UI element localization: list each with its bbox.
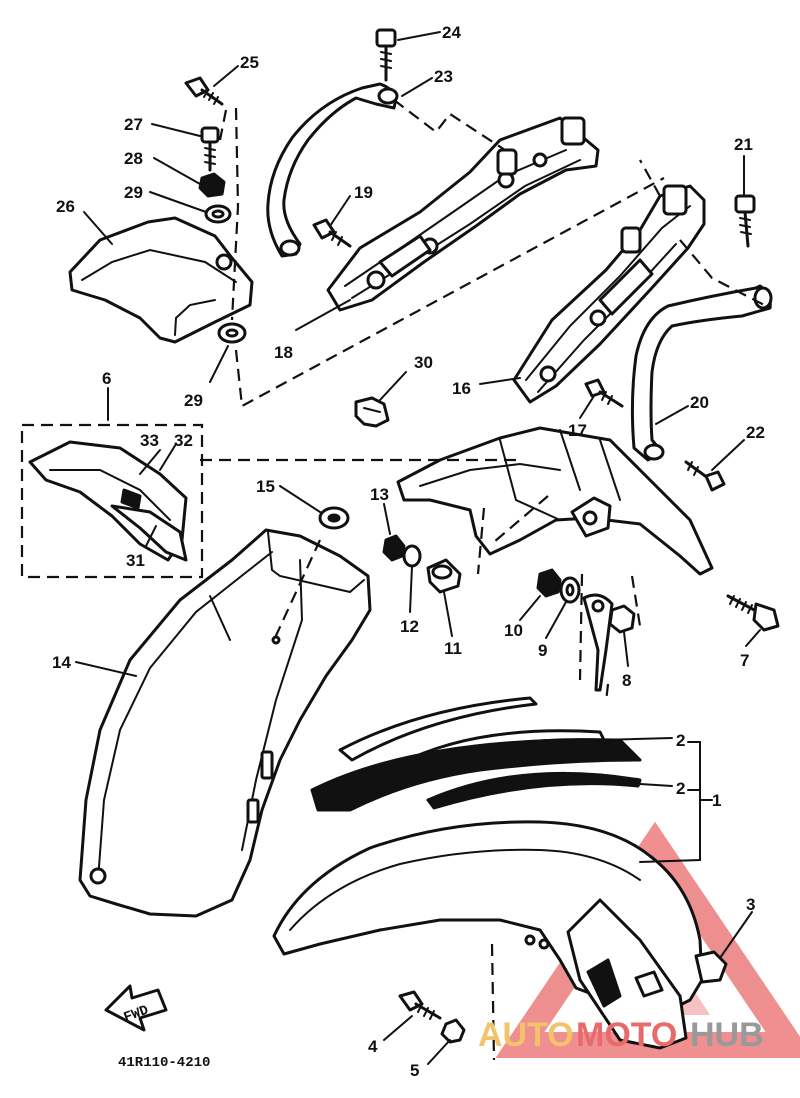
inset-fender-detail bbox=[28, 440, 188, 562]
part-27-bolt bbox=[200, 126, 220, 172]
part-29-washer-top bbox=[204, 204, 232, 224]
callout-6: 6 bbox=[102, 369, 111, 388]
callout-8: 8 bbox=[622, 671, 631, 690]
part-15-grommet bbox=[318, 506, 350, 530]
part-8-nut bbox=[608, 604, 636, 634]
bracket-stay bbox=[582, 593, 614, 692]
callout-7: 7 bbox=[740, 651, 749, 670]
callout-12: 12 bbox=[400, 617, 419, 636]
part-13-nut bbox=[382, 534, 406, 562]
callout-24: 24 bbox=[442, 23, 461, 42]
part-26-cover-plate bbox=[68, 216, 254, 344]
callout-28: 28 bbox=[124, 149, 143, 168]
part-12-washer bbox=[402, 544, 422, 568]
callout-23: 23 bbox=[434, 67, 453, 86]
callout-29-bottom: 29 bbox=[184, 391, 203, 410]
rear-fender-bracket bbox=[396, 426, 714, 576]
part-16-rail-bracket bbox=[512, 184, 706, 404]
callout-2-upper: 2 bbox=[676, 731, 685, 750]
part-10-nut bbox=[536, 568, 562, 598]
callout-19: 19 bbox=[354, 183, 373, 202]
part-2-protector-strips bbox=[310, 696, 642, 812]
callout-leader-lines bbox=[75, 31, 761, 1065]
callout-4: 4 bbox=[368, 1037, 378, 1056]
callout-2-lower: 2 bbox=[676, 779, 685, 798]
callout-20: 20 bbox=[690, 393, 709, 412]
callout-17: 17 bbox=[568, 421, 587, 440]
forward-arrow-icon: FWD bbox=[104, 984, 168, 1032]
watermark-auto: AUTO bbox=[478, 1016, 574, 1054]
part-21-bolt bbox=[734, 194, 756, 248]
callout-26: 26 bbox=[56, 197, 75, 216]
watermark-hub: HUB bbox=[690, 1016, 764, 1054]
callout-31: 31 bbox=[126, 551, 145, 570]
callout-9: 9 bbox=[538, 641, 547, 660]
callout-13: 13 bbox=[370, 485, 389, 504]
callout-10: 10 bbox=[504, 621, 523, 640]
callout-29-top: 29 bbox=[124, 183, 143, 202]
part-4-bolt bbox=[398, 990, 442, 1020]
callout-3: 3 bbox=[746, 895, 755, 914]
part-29-washer-bottom bbox=[217, 322, 247, 344]
part-22-bolt bbox=[684, 460, 726, 492]
part-9-washer bbox=[559, 576, 581, 604]
part-25-bolt bbox=[184, 76, 224, 106]
callout-11: 11 bbox=[444, 639, 462, 658]
callout-21: 21 bbox=[734, 135, 753, 154]
part-5-nut bbox=[440, 1018, 466, 1044]
part-19-bolt bbox=[312, 218, 352, 248]
callout-27: 27 bbox=[124, 115, 143, 134]
part-3-clip bbox=[694, 950, 728, 984]
part-11-collar bbox=[426, 558, 462, 594]
part-1-rear-fender bbox=[272, 820, 704, 1050]
part-7-bolt bbox=[726, 594, 780, 632]
callout-32: 32 bbox=[174, 431, 193, 450]
part-23-grab-bar-left bbox=[266, 82, 399, 258]
part-14-inner-fender bbox=[78, 528, 372, 918]
callout-33: 33 bbox=[140, 431, 159, 450]
callout-1: 1 bbox=[712, 791, 721, 810]
callout-5: 5 bbox=[410, 1061, 419, 1080]
callout-14: 14 bbox=[52, 653, 71, 672]
part-code-label: 41R110-4210 bbox=[118, 1055, 210, 1071]
callout-16: 16 bbox=[452, 379, 471, 398]
callout-18: 18 bbox=[274, 343, 293, 362]
inset-detail-box bbox=[20, 423, 204, 579]
assembly-dashed-lines bbox=[200, 99, 771, 1061]
callout-15: 15 bbox=[256, 477, 275, 496]
watermark-moto: MOTO bbox=[576, 1016, 677, 1054]
callout-labels: 24 23 25 27 28 29 26 19 18 29 30 16 17 2… bbox=[52, 23, 765, 1080]
part-28-nut bbox=[198, 172, 226, 198]
part-24-bolt bbox=[375, 28, 397, 82]
callout-30: 30 bbox=[414, 353, 433, 372]
watermark-text: AUTO MOTO HUB bbox=[478, 1016, 764, 1054]
part-17-bolt bbox=[584, 378, 624, 408]
part-18-rail-bracket bbox=[326, 116, 600, 312]
part-30-clip bbox=[354, 396, 390, 428]
callout-25: 25 bbox=[240, 53, 259, 72]
callout-22: 22 bbox=[746, 423, 765, 442]
